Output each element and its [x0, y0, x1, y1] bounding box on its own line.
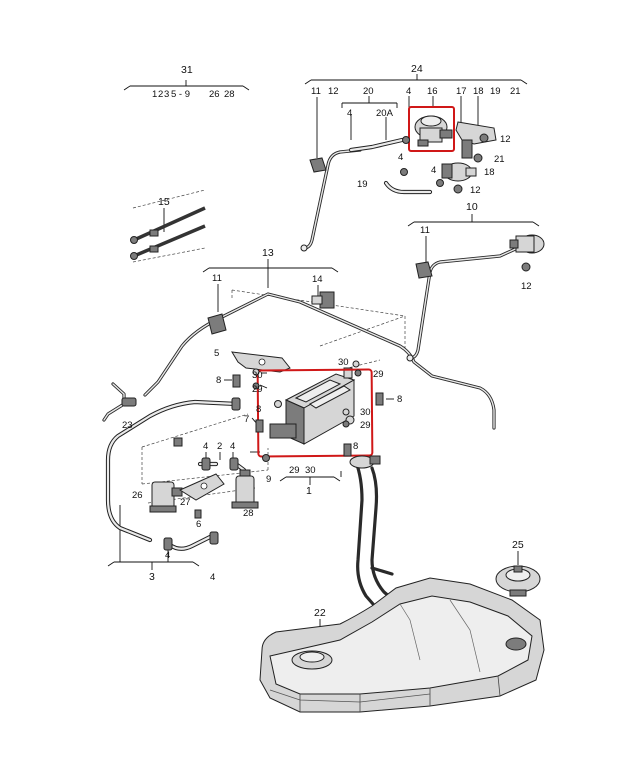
label-29-b: 29 — [373, 369, 384, 380]
label-14: 14 — [312, 274, 323, 285]
part-23-pipe — [102, 382, 137, 422]
label-31-sub3: 3 — [164, 89, 169, 100]
label-31-sub4: 5 - 9 — [171, 89, 190, 100]
label-30-a: 30 — [252, 370, 263, 381]
label-24-18: 18 — [473, 86, 484, 97]
label-31-sub5: 26 — [209, 89, 220, 100]
label-8-b: 8 — [397, 394, 402, 405]
label-10: 10 — [466, 201, 478, 213]
label-24-21: 21 — [510, 86, 521, 97]
charcoal-canister — [269, 367, 356, 445]
label-29-c: 29 — [360, 420, 371, 431]
label-24-12: 12 — [328, 86, 339, 97]
hose-clips — [163, 397, 241, 551]
label-12-right-b: 12 — [470, 185, 481, 196]
label-4-lower-b: 4 — [230, 441, 235, 452]
label-5: 5 — [214, 348, 219, 359]
label-1: 1 — [306, 485, 312, 497]
label-12-right-a: 12 — [500, 134, 511, 145]
label-24-16: 16 — [427, 86, 438, 97]
label-9: 9 — [266, 474, 271, 485]
filler-neck — [349, 455, 381, 469]
label-2: 2 — [217, 441, 222, 452]
part-27-bracket — [178, 473, 225, 501]
label-8-c: 8 — [256, 404, 261, 415]
label-4-lower-a: 4 — [203, 441, 208, 452]
part-28-valve — [231, 469, 259, 509]
part-26-valve — [149, 481, 183, 513]
label-4-right-a: 4 — [398, 152, 403, 163]
small-fittings — [400, 133, 531, 272]
nuts-29-30 — [252, 360, 362, 462]
label-27: 27 — [180, 497, 191, 508]
label-29-d: 29 — [289, 465, 300, 476]
label-21-right: 21 — [494, 154, 505, 165]
label-3: 3 — [149, 571, 155, 583]
label-8-d: 8 — [353, 441, 358, 452]
part-25-cover — [495, 565, 541, 597]
label-18-right: 18 — [484, 167, 495, 178]
label-29-a: 29 — [252, 384, 263, 395]
part-5-bracket — [231, 351, 291, 373]
label-30-c: 30 — [360, 407, 371, 418]
fuel-tank — [259, 577, 545, 713]
label-28: 28 — [243, 508, 254, 519]
label-31-sub6: 28 — [224, 89, 235, 100]
label-31-sub1: 1 — [152, 89, 157, 100]
label-20A: 20A — [376, 108, 394, 119]
valve-24 — [414, 115, 453, 147]
label-26: 26 — [132, 490, 143, 501]
label-24-4: 4 — [406, 86, 411, 97]
label-4-lower-d: 4 — [210, 572, 215, 583]
label-24-19: 19 — [490, 86, 501, 97]
label-15: 15 — [158, 196, 170, 208]
label-24-17: 17 — [456, 86, 467, 97]
label-31-sub2: 2 — [158, 89, 163, 100]
label-30-b: 30 — [338, 357, 349, 368]
label-24-11: 11 — [311, 86, 321, 97]
label-4-lower-c: 4 — [165, 550, 170, 561]
label-24: 24 — [411, 63, 423, 75]
label-8-a: 8 — [216, 375, 221, 386]
label-20-4: 4 — [347, 108, 352, 119]
label-6: 6 — [196, 519, 201, 530]
valve-18 — [441, 162, 477, 182]
canister-highlight — [256, 368, 374, 458]
label-7: 7 — [244, 414, 249, 425]
part-11-clips — [207, 157, 433, 362]
callout-labels: 31 1 2 3 5 - 9 26 28 24 11 12 20 4 16 17… — [122, 63, 532, 619]
label-24-20: 20 — [363, 86, 374, 97]
label-22: 22 — [314, 607, 326, 619]
label-13: 13 — [262, 247, 274, 259]
label-23: 23 — [122, 420, 133, 431]
label-10-11: 11 — [420, 225, 430, 236]
bolts-8 — [232, 374, 384, 457]
label-4-right-b: 4 — [431, 165, 436, 176]
part-17-bracket — [455, 121, 497, 159]
label-25: 25 — [512, 539, 524, 551]
leader-lines — [107, 74, 540, 632]
label-19: 19 — [357, 179, 368, 190]
part-15-straps — [130, 206, 206, 260]
label-31: 31 — [181, 64, 193, 76]
valve-10 — [509, 234, 545, 254]
label-12-right-c: 12 — [521, 281, 532, 292]
label-30-d: 30 — [305, 465, 316, 476]
part-14-clip — [311, 291, 335, 309]
valve-highlight — [408, 106, 455, 152]
label-13-11: 11 — [212, 273, 222, 284]
